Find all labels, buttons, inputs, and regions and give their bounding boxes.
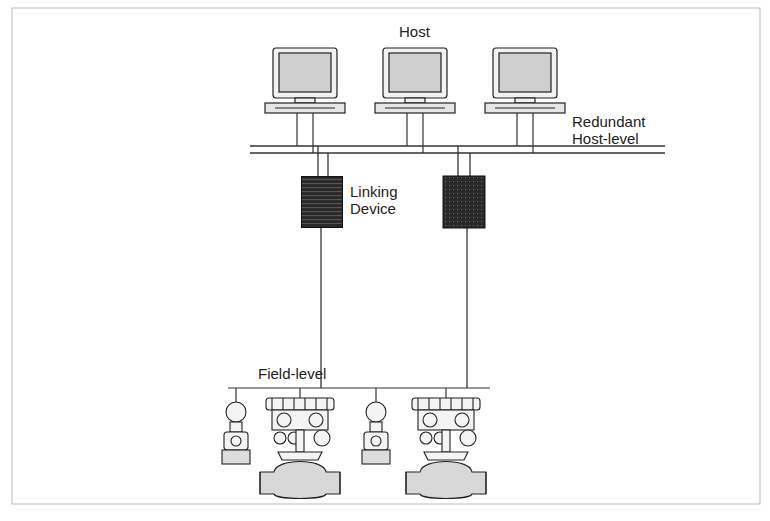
transmitter [222,402,250,464]
field-devices [222,398,486,499]
control-valve [260,398,340,499]
frame [12,8,760,504]
linking-device: Linking Device [301,176,343,228]
linking-device-2 [443,176,485,228]
host-computer [485,48,565,113]
device-label: Linking Device [350,183,420,217]
diagram-label: Host [399,23,459,40]
host-computers [265,48,565,153]
diagram-label: Redundant Host-level [572,113,662,147]
host-bus [250,146,665,388]
diagram-label: Field-level [258,365,358,382]
host-computer [265,48,345,113]
control-valve [406,398,486,499]
transmitter [362,402,390,464]
host-computer [375,48,455,113]
